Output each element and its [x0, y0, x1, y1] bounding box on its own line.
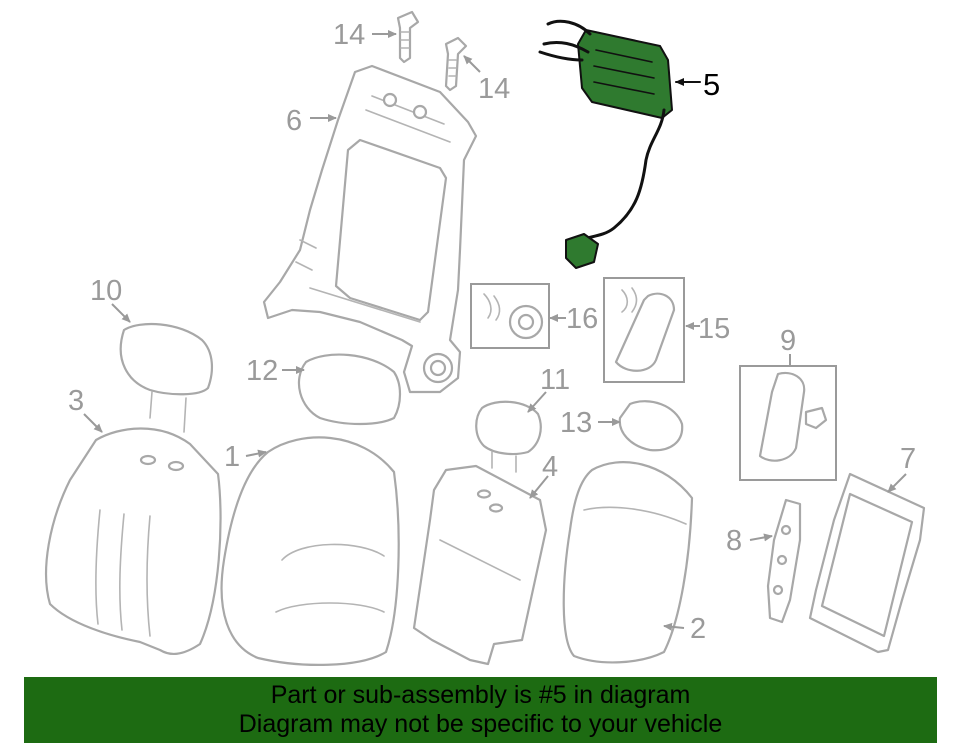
part-2-cushion	[562, 461, 694, 664]
banner-line-2: Diagram may not be specific to your vehi…	[238, 710, 723, 738]
callout-4: 4	[542, 451, 558, 483]
part-6-seatback-frame	[262, 64, 478, 394]
callout-2: 2	[690, 613, 706, 645]
part-11-headrest	[475, 400, 542, 473]
part-14-pin-right	[444, 36, 468, 92]
callout-9: 9	[780, 325, 796, 357]
callout-16: 16	[566, 303, 598, 335]
callout-5: 5	[703, 67, 720, 102]
part-13-pad	[618, 400, 684, 452]
callout-13: 13	[560, 407, 592, 439]
info-banner: Part or sub-assembly is #5 in diagram Di…	[24, 677, 937, 743]
part-15-box	[603, 277, 685, 383]
callout-3: 3	[68, 385, 84, 417]
callout-12: 12	[246, 355, 278, 387]
callout-1: 1	[224, 441, 240, 473]
part-4-back-panel	[412, 464, 548, 666]
part-12-headrest-pad	[297, 353, 402, 426]
callout-11: 11	[540, 364, 570, 396]
banner-line-1: Part or sub-assembly is #5 in diagram	[270, 681, 691, 709]
callout-10: 10	[90, 275, 122, 307]
part-3-seatback-cover	[44, 427, 222, 656]
part-10-headrest	[119, 322, 214, 433]
part-14-pin-left	[396, 10, 420, 64]
callout-7: 7	[900, 443, 916, 475]
part-5-lumbar-assembly	[538, 19, 673, 269]
part-16-box	[470, 283, 550, 349]
leader-lines	[83, 30, 907, 631]
callout-14-left: 14	[333, 19, 365, 51]
part-7-frame	[808, 472, 926, 654]
callout-14-right: 14	[478, 73, 510, 105]
callout-6: 6	[286, 105, 302, 137]
part-9-box	[739, 365, 837, 481]
part-1-seatback-cushion	[220, 436, 400, 666]
callout-8: 8	[726, 525, 742, 557]
part-8-bracket	[766, 498, 802, 624]
callout-15: 15	[698, 313, 730, 345]
